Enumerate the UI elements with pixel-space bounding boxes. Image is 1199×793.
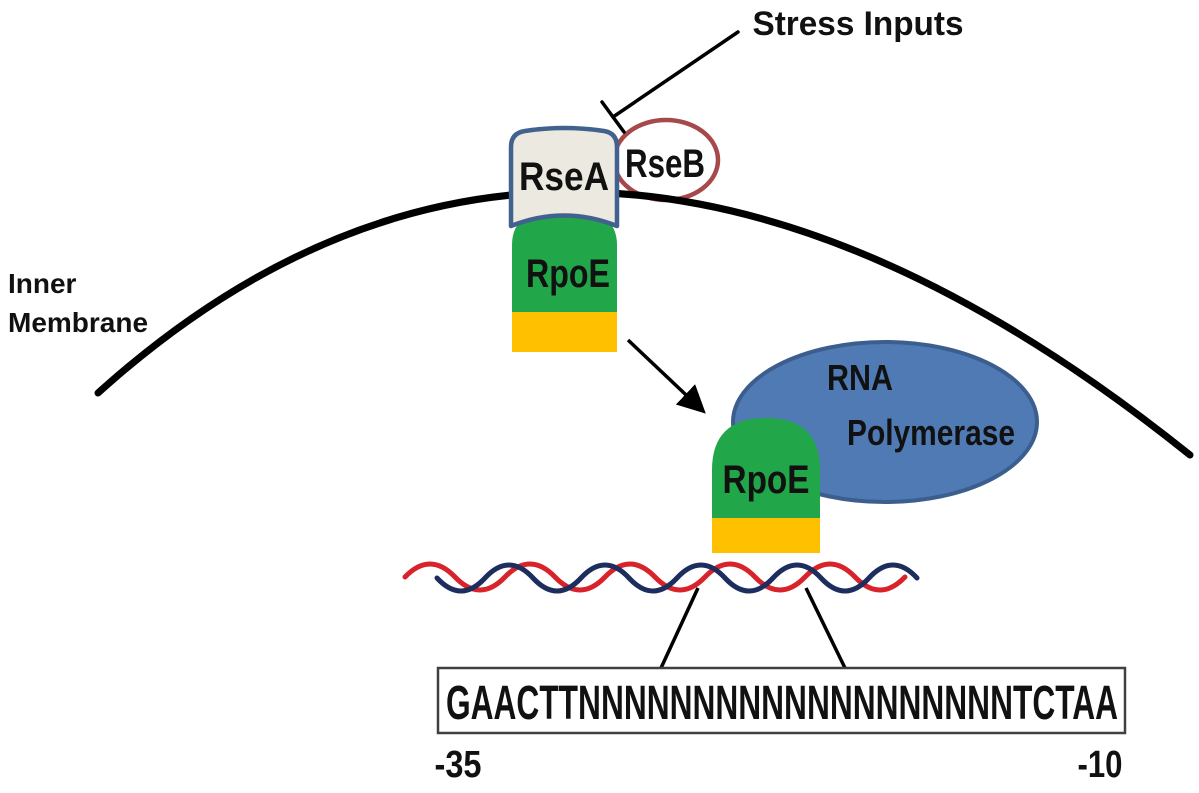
dna-strand-blue xyxy=(434,562,920,594)
rpoe-release-arrow xyxy=(626,338,706,414)
stress-inhibition-line xyxy=(611,30,740,119)
stress-inputs-label: Stress Inputs xyxy=(753,5,964,43)
rpoe-bottom-body xyxy=(712,418,820,518)
rseb-label: RseB xyxy=(625,142,705,186)
rpoe-bottom-label: RpoE xyxy=(723,458,810,502)
promoter-sequence-text: GAACTTNNNNNNNNNNNNNNNNNNNTCTAA xyxy=(446,677,1118,730)
inner-membrane-label-line1: Inner xyxy=(8,268,77,299)
rpoe-top-yellow-domain xyxy=(512,312,617,352)
rsea-shape xyxy=(508,125,620,229)
promoter-callout-line-left xyxy=(659,587,700,669)
minus-35-label: -35 xyxy=(435,744,482,786)
rpoe-top-label: RpoE xyxy=(526,252,610,296)
promoter-callout-line-right xyxy=(804,587,847,669)
rsea-label: RseA xyxy=(519,155,609,199)
stress-inhibition-bar xyxy=(600,100,626,134)
rpoe-bottom-yellow-domain xyxy=(712,518,820,553)
dna-strand-red xyxy=(402,561,908,593)
minus-10-label: -10 xyxy=(1078,744,1123,786)
rna-polymerase-label-line1: RNA xyxy=(827,357,893,398)
inner-membrane-label-line2: Membrane xyxy=(8,307,148,338)
promoter-sequence-box xyxy=(436,666,1127,735)
rpoe-top-body xyxy=(512,208,617,312)
rna-polymerase-label-line2: Polymerase xyxy=(847,412,1015,453)
